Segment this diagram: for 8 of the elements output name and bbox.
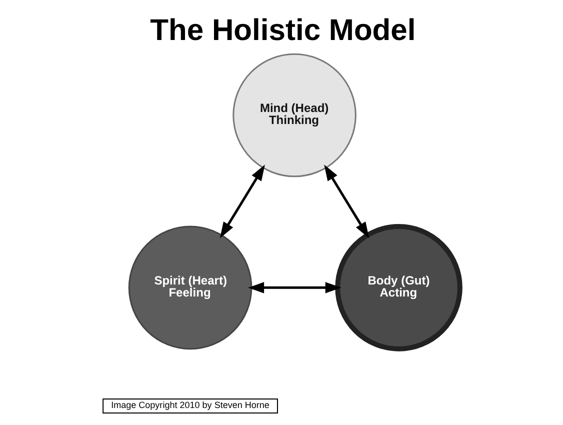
label: Image Copyright 2010 by Steven Horne [111, 400, 270, 410]
arrow [248, 282, 342, 293]
node-circle: Mind (Head) Thinking [232, 52, 356, 177]
node-circle: Body (Gut) Acting [335, 224, 462, 351]
arrow [324, 164, 370, 238]
arrow [220, 164, 265, 238]
diagram-title: The Holistic Model [150, 14, 416, 47]
node-circle: Spirit (Heart) Feeling [128, 225, 252, 350]
